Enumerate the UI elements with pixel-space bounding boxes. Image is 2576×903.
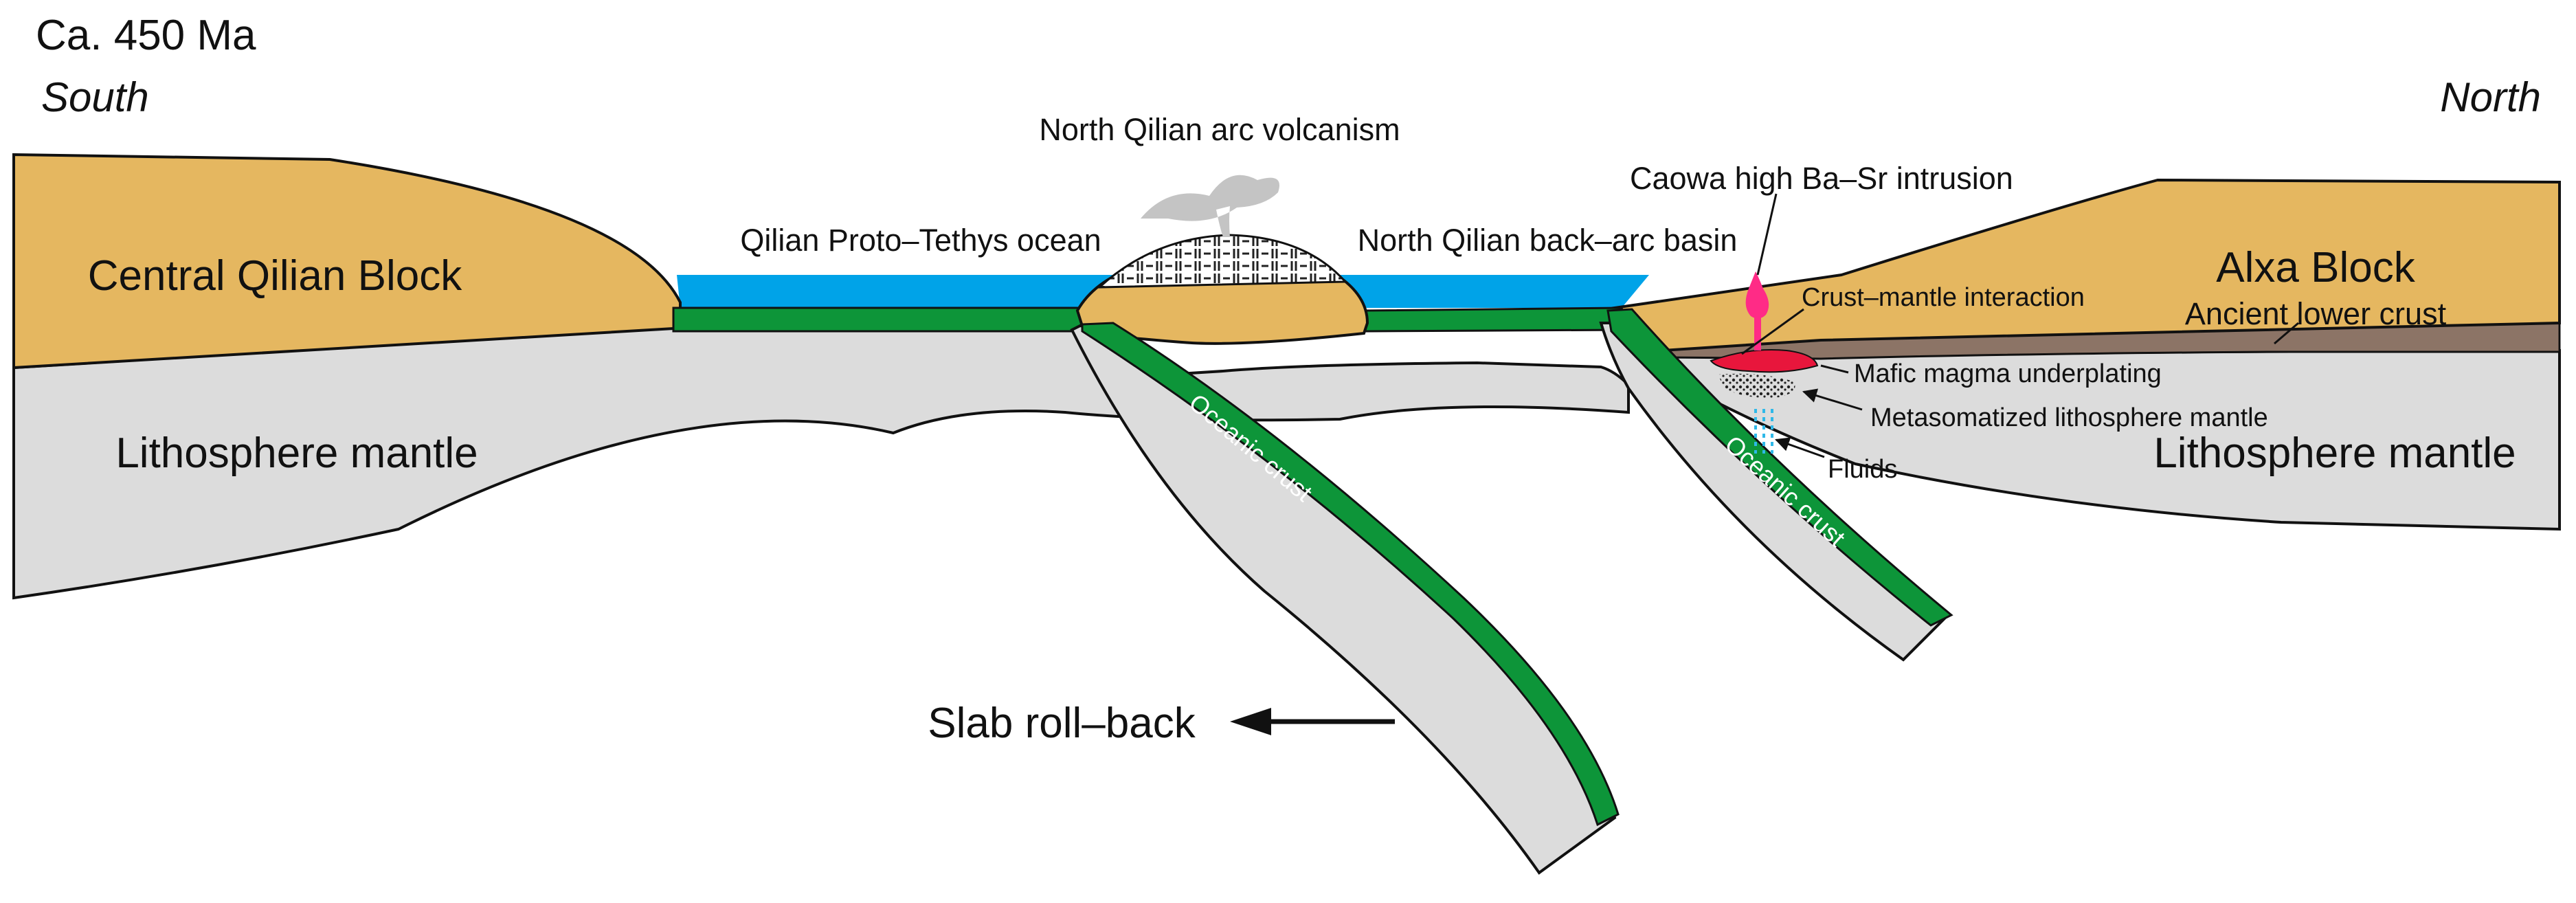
mafic-leader	[1820, 364, 1849, 374]
litho-right-label: Lithosphere mantle	[2153, 430, 2516, 477]
fluids-label: Fluids	[1828, 455, 1897, 484]
slab-rollback-arrow-head	[1230, 708, 1271, 735]
lithosphere-mantle-right	[1660, 348, 2561, 531]
metasomatized-arrow	[1802, 388, 1863, 411]
south-label: South	[41, 74, 149, 120]
mafic-magma-label: Mafic magma underplating	[1854, 359, 2162, 388]
alxa-block	[1611, 178, 2561, 353]
central-qilian-block	[12, 153, 682, 370]
oceanic-crust-main	[1081, 322, 1620, 827]
slab-rollback-label: Slab roll–back	[928, 700, 1196, 747]
north-label: North	[2440, 74, 2541, 120]
oceanic-crust-back-arc	[1606, 308, 1953, 627]
intrusion-label: Caowa high Ba–Sr intrusion	[1630, 161, 2013, 196]
fluids-arrow	[1775, 437, 1825, 458]
alxa-block-label: Alxa Block	[2216, 244, 2415, 291]
lower-crust-label: Ancient lower crust	[2185, 296, 2447, 331]
arc-volcanic-cap	[1097, 234, 1348, 289]
age-label: Ca. 450 Ma	[36, 12, 256, 59]
volcanic-plume	[1141, 175, 1279, 237]
crust-mantle-label: Crust–mantle interaction	[1802, 283, 2085, 312]
arc-volcanism-label: North Qilian arc volcanism	[1039, 112, 1400, 147]
litho-left-label: Lithosphere mantle	[115, 430, 478, 477]
metasomatized-label: Metasomatized lithosphere mantle	[1870, 403, 2268, 432]
ocean-label: Qilian Proto–Tethys ocean	[740, 223, 1101, 258]
central-block-label: Central Qilian Block	[88, 252, 462, 300]
caowa-intrusion	[1745, 271, 1769, 350]
crust-mantle-leader	[1741, 308, 1804, 355]
lower-crust-leader	[2274, 322, 2299, 345]
back-arc-label: North Qilian back–arc basin	[1358, 223, 1738, 258]
metasomatized-mantle	[1718, 373, 1795, 398]
intrusion-leader	[1756, 193, 1778, 276]
